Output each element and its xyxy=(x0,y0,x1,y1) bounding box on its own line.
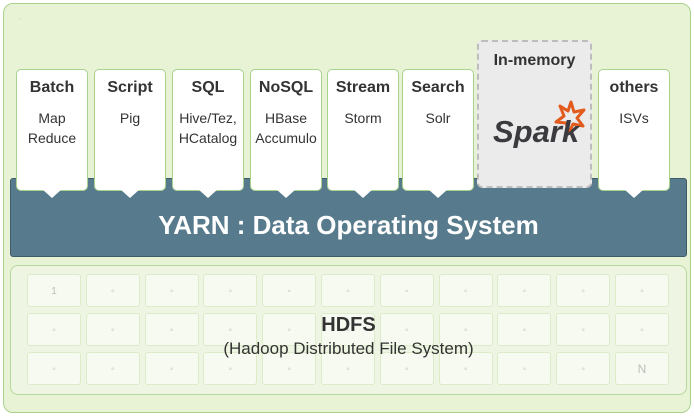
card-notch xyxy=(42,189,62,198)
card-line: Storm xyxy=(344,110,382,126)
card-script: Script Pig xyxy=(94,69,166,198)
hdfs-node-cell: ◦ xyxy=(262,352,317,385)
hdfs-node-cell: ◦ xyxy=(497,274,552,307)
hdfs-node-cell: ◦ xyxy=(321,313,375,346)
card-line: HCatalog xyxy=(178,130,238,146)
card-line: Accumulo xyxy=(255,130,317,146)
card-notch xyxy=(353,189,373,198)
card-text: Pig xyxy=(95,108,165,128)
card-text: ISVs xyxy=(599,108,669,128)
hdfs-subtitle: (Hadoop Distributed File System) xyxy=(223,339,474,358)
hdfs-node-cell: ◦ xyxy=(438,313,493,346)
card-notch xyxy=(428,189,448,198)
hdfs-node-cell: 1 xyxy=(27,274,81,307)
hdfs-node-cell: ◦ xyxy=(27,352,81,385)
card-text: Hive/Tez, HCatalog xyxy=(173,108,243,148)
hdfs-node-cell: ◦ xyxy=(321,352,375,385)
yarn-title: YARN : Data Operating System xyxy=(158,210,539,240)
card-line: Map xyxy=(38,110,66,126)
hdfs-node-cell: ◦ xyxy=(144,274,199,307)
card-others: others ISVs xyxy=(598,69,670,198)
hdfs-title: HDFS xyxy=(321,314,376,336)
card-title: In-memory xyxy=(493,52,576,69)
hdfs-node-cell: ◦ xyxy=(438,274,493,307)
spark-logo: Spark xyxy=(493,100,586,148)
card-line: HBase xyxy=(264,110,308,126)
hdfs-node-cell: ◦ xyxy=(262,313,317,346)
card-text: Map Reduce xyxy=(17,108,87,148)
card-title: others xyxy=(609,79,659,96)
card-notch xyxy=(276,189,296,198)
hdfs-node-cell: ◦ xyxy=(144,352,199,385)
card-line: Solr xyxy=(425,110,451,126)
card-title: Search xyxy=(411,79,465,96)
hdfs-node-cell: ◦ xyxy=(497,352,552,385)
hdfs-node-cell: ◦ xyxy=(438,352,493,385)
card-title: Script xyxy=(107,79,153,96)
card-notch xyxy=(120,189,140,198)
card-notch xyxy=(198,189,218,198)
spark-star-icon xyxy=(554,100,586,135)
card-inmemory: In-memory Spark xyxy=(477,40,592,188)
hdfs-node-cell: ◦ xyxy=(556,313,611,346)
spark-logo-text: Spark xyxy=(493,114,581,148)
card-line: Reduce xyxy=(27,130,77,146)
card-stream: Stream Storm xyxy=(327,69,399,198)
hdfs-node-cell: ◦ xyxy=(203,313,258,346)
hdfs-node-cell: ◦ xyxy=(556,274,611,307)
card-title: Batch xyxy=(29,79,75,96)
hdfs-node-cell: ◦ xyxy=(497,313,552,346)
hdfs-node-cell: ◦ xyxy=(321,274,375,307)
card-line: Pig xyxy=(119,110,141,126)
card-line: Hive/Tez, xyxy=(179,110,237,126)
hdfs-node-cell: ◦ xyxy=(144,313,199,346)
card-text: Solr xyxy=(403,108,473,128)
card-text: HBase Accumulo xyxy=(251,108,321,148)
hdfs-node-cell: ◦ xyxy=(379,313,434,346)
hdfs-node-cell: ◦ xyxy=(262,274,317,307)
hdfs-node-cell: ◦ xyxy=(556,352,611,385)
card-text: Storm xyxy=(328,108,398,128)
decorative-dot: ◦ xyxy=(18,14,22,25)
card-nosql: NoSQL HBase Accumulo xyxy=(250,69,322,198)
card-line: ISVs xyxy=(619,110,649,126)
card-sql: SQL Hive/Tez, HCatalog xyxy=(172,69,244,198)
hdfs-node-cell: ◦ xyxy=(379,352,434,385)
hdfs-node-cell: ◦ xyxy=(615,313,669,346)
card-title: NoSQL xyxy=(258,79,314,96)
card-batch: Batch Map Reduce xyxy=(16,69,88,198)
hdfs-node-cell: ◦ xyxy=(27,313,81,346)
hdfs-node-cell: N xyxy=(615,352,669,385)
card-search: Search Solr xyxy=(402,69,474,198)
hdfs-node-cell: ◦ xyxy=(85,274,140,307)
hdfs-node-cell: ◦ xyxy=(203,274,258,307)
card-notch xyxy=(624,189,644,198)
hdfs-node-cell: ◦ xyxy=(85,352,140,385)
hdfs-node-cell: ◦ xyxy=(379,274,434,307)
hdfs-node-cell: ◦ xyxy=(203,352,258,385)
hdfs-node-cell: ◦ xyxy=(85,313,140,346)
card-title: Stream xyxy=(335,79,391,96)
hdfs-panel: 1◦◦◦◦◦◦◦◦◦◦◦◦◦◦◦◦◦◦◦◦◦◦◦◦◦◦◦◦◦◦◦N HDFS (… xyxy=(10,265,687,395)
hdfs-node-cell: ◦ xyxy=(615,274,669,307)
card-title: SQL xyxy=(191,79,225,96)
